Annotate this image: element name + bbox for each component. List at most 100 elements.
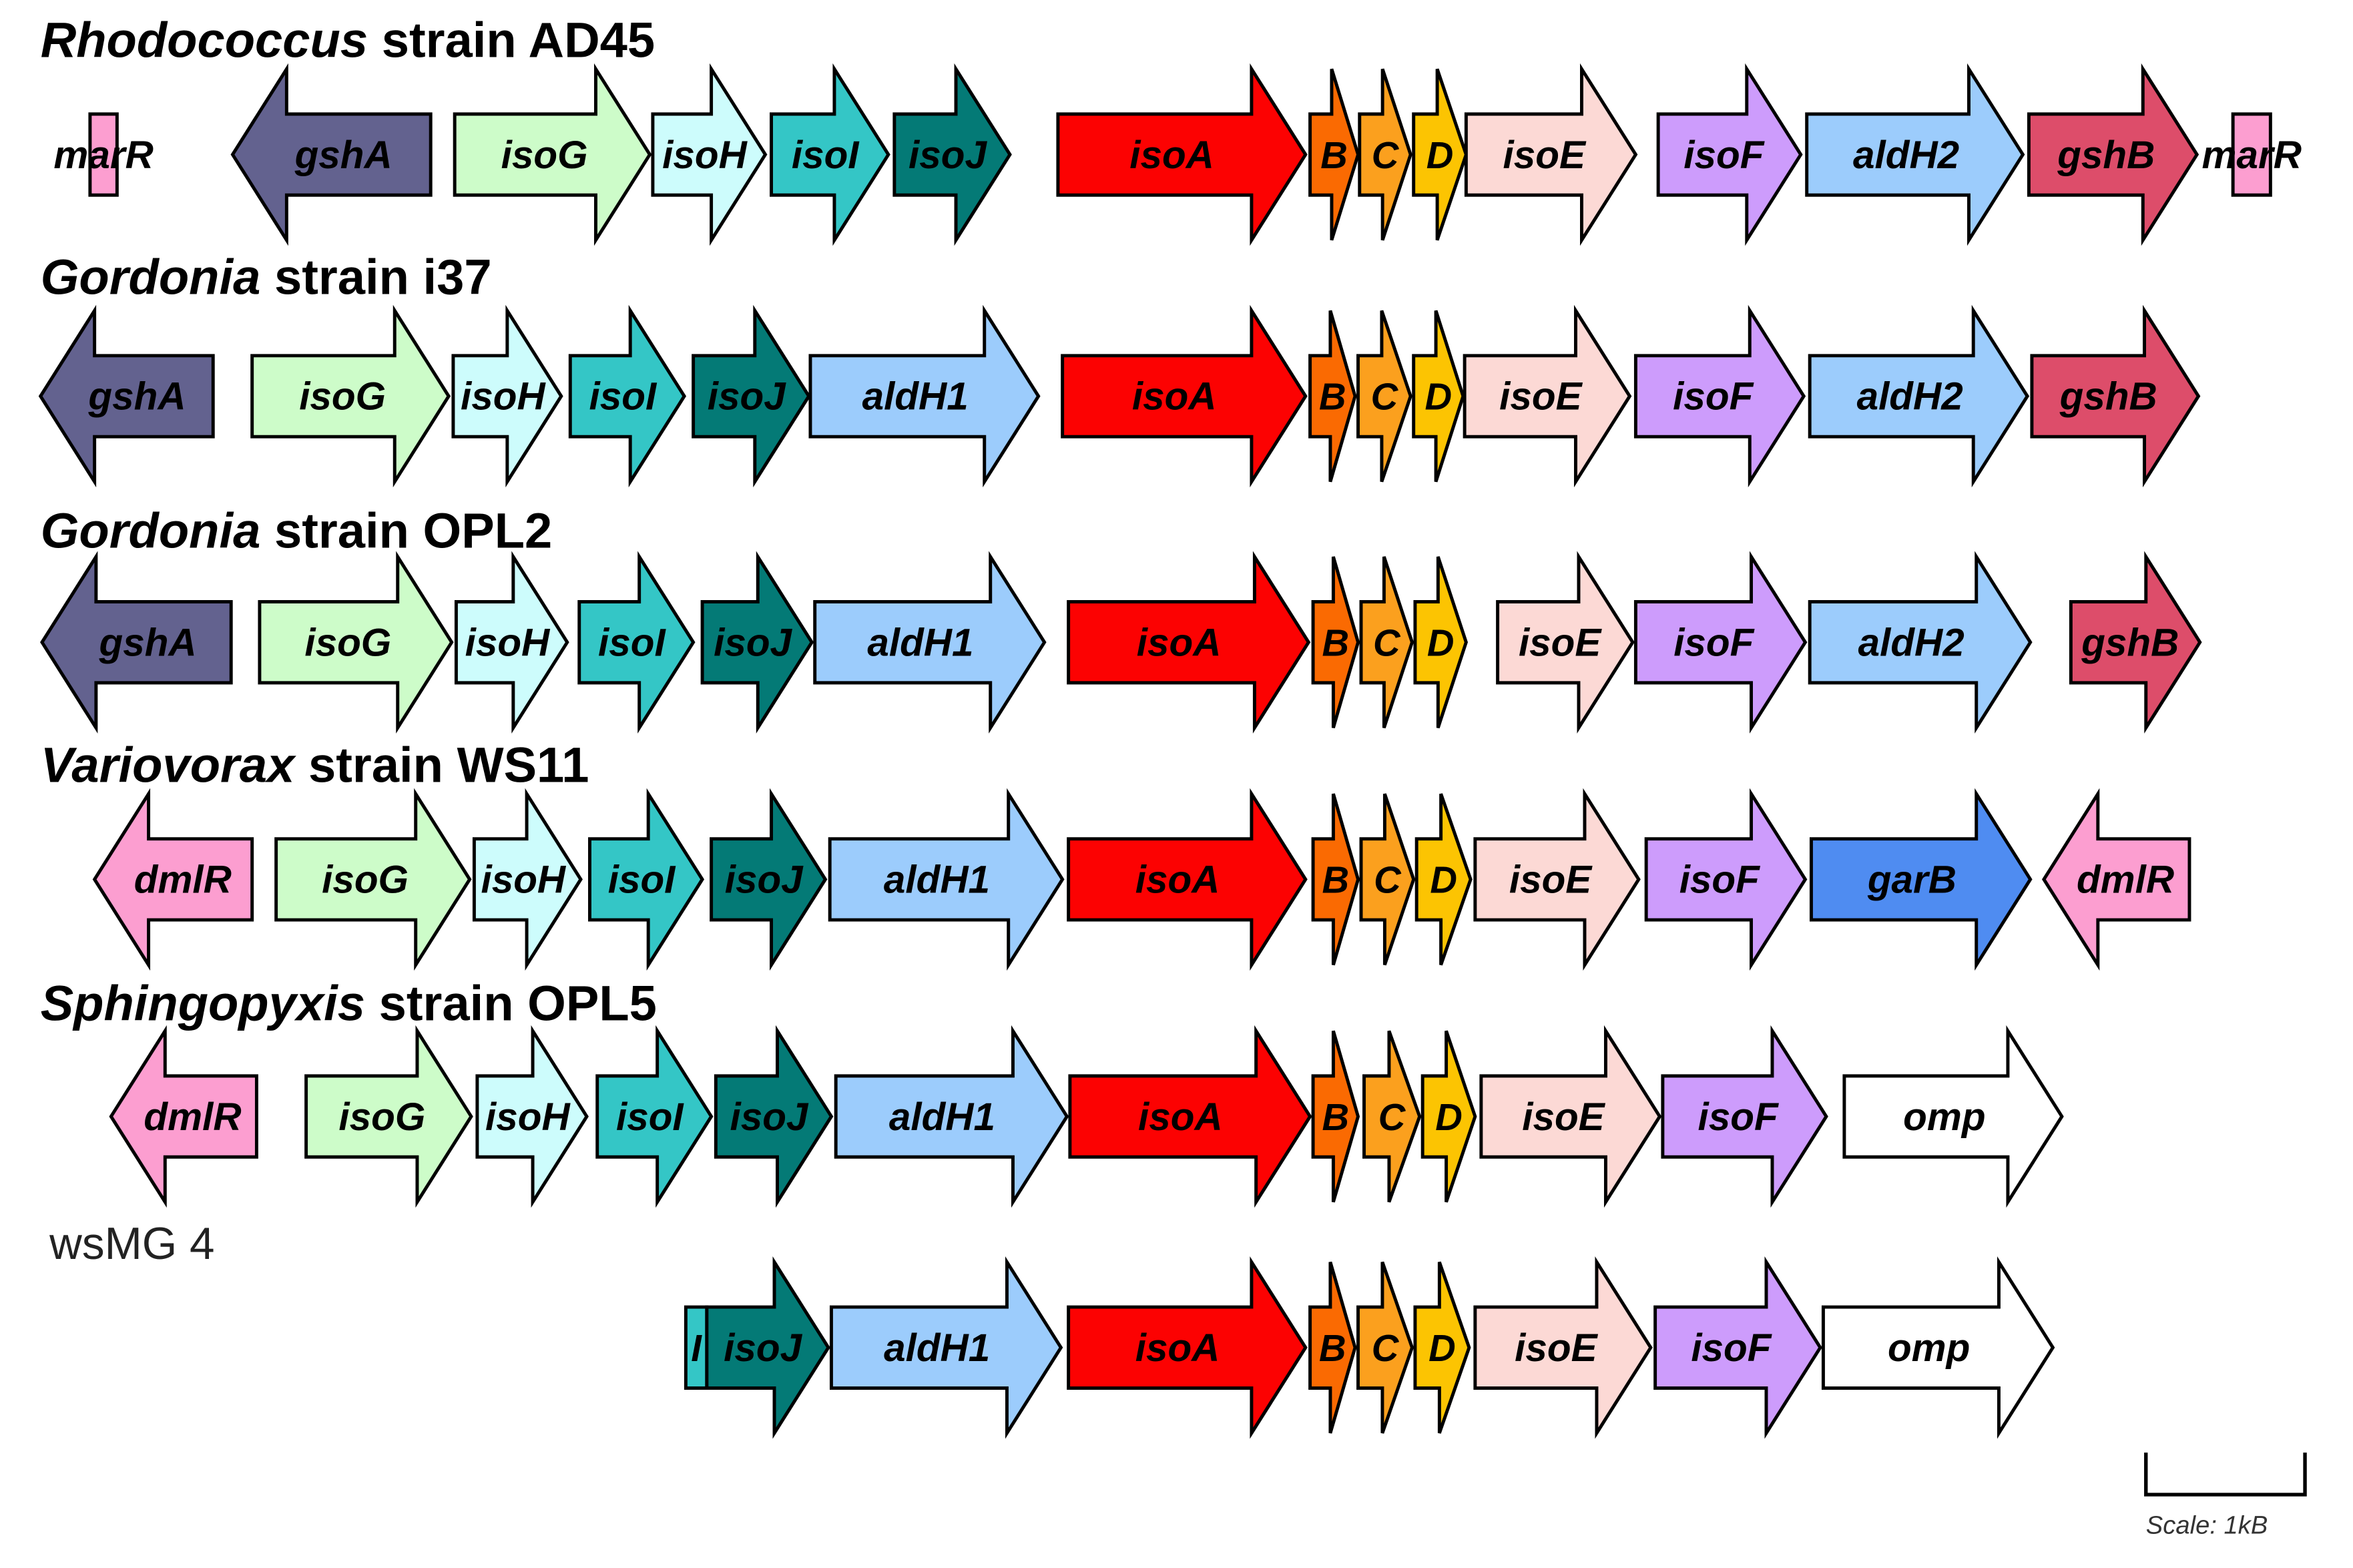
gene-label: aldH1 bbox=[889, 1095, 995, 1139]
gene-shape bbox=[250, 304, 451, 488]
gene-shape bbox=[1308, 68, 1360, 241]
gene-label: gshA bbox=[294, 134, 393, 177]
gene-label: isoG bbox=[338, 1095, 425, 1139]
gene-shape bbox=[1464, 63, 1638, 246]
gene-dmlr-arrow: dmlR bbox=[109, 1025, 258, 1208]
gene-label: C bbox=[1372, 1327, 1400, 1369]
gene-shape bbox=[1068, 1025, 1312, 1208]
gene-shape bbox=[770, 63, 890, 246]
gene-shape bbox=[2231, 112, 2272, 197]
gene-aldh2-arrow: aldH2 bbox=[1805, 63, 2025, 246]
gene-shape bbox=[813, 551, 1047, 734]
gene-shape bbox=[828, 788, 1065, 971]
gene-d-arrow: D bbox=[1412, 310, 1465, 483]
gene-isof-arrow: isoF bbox=[1656, 63, 1803, 246]
gene-isoj-arrow: isoJ bbox=[892, 63, 1012, 246]
gene-label: isoA bbox=[1135, 1326, 1220, 1370]
gene-shape bbox=[109, 1025, 258, 1208]
gene-label: isoE bbox=[1515, 1326, 1598, 1370]
gene-shape bbox=[808, 304, 1041, 488]
cluster-genus: Rhodococcus bbox=[41, 12, 368, 67]
gene-isoi-arrow: isoI bbox=[595, 1025, 714, 1208]
gene-shape bbox=[258, 551, 454, 734]
gene-shape bbox=[1311, 1030, 1360, 1203]
gene-shape bbox=[892, 63, 1012, 246]
gene-garb-arrow: garB bbox=[1809, 788, 2033, 971]
gene-shape bbox=[451, 304, 563, 488]
gene-label: isoE bbox=[1522, 1095, 1605, 1139]
gene-shape bbox=[1805, 63, 2025, 246]
gene-label: isoH bbox=[485, 1095, 571, 1139]
gene-isoh-arrow: isoH bbox=[472, 788, 583, 971]
gene-i-arrow: I bbox=[684, 1305, 709, 1390]
gene-label: dmlR bbox=[2077, 858, 2174, 902]
gene-shape bbox=[568, 304, 687, 488]
gene-isog-arrow: isoG bbox=[274, 788, 472, 971]
gene-label: aldH2 bbox=[1857, 375, 1963, 419]
gene-label: isoF bbox=[1691, 1326, 1772, 1370]
gene-shape bbox=[1067, 551, 1311, 734]
gene-dmlr-arrow: dmlR bbox=[2041, 788, 2191, 971]
gene-b-arrow: B bbox=[1308, 310, 1357, 483]
gene-shape bbox=[1359, 793, 1416, 966]
gene-marr-arrow: marR bbox=[53, 112, 154, 197]
gene-shape bbox=[1661, 1025, 1828, 1208]
gene-shape bbox=[38, 304, 215, 488]
gene-isoj-arrow: isoJ bbox=[705, 1256, 830, 1439]
gene-label: gshB bbox=[2057, 134, 2155, 177]
cluster-genus: Gordonia bbox=[41, 503, 261, 559]
gene-isog-arrow: isoG bbox=[258, 551, 454, 734]
gene-dmlr-arrow: dmlR bbox=[92, 788, 254, 971]
gene-label: dmlR bbox=[134, 858, 232, 902]
gene-aldh1-arrow: aldH1 bbox=[813, 551, 1047, 734]
gene-shape bbox=[1473, 788, 1641, 971]
gene-label: aldH2 bbox=[1858, 621, 1965, 664]
gene-isoi-arrow: isoI bbox=[568, 304, 687, 488]
gene-shape bbox=[1473, 1256, 1653, 1439]
gene-gshb-arrow: gshB bbox=[2069, 551, 2202, 734]
gene-label: isoG bbox=[322, 858, 409, 902]
gene-shape bbox=[1311, 556, 1360, 729]
cluster-title: Rhodococcus strain AD45 bbox=[41, 12, 656, 67]
gene-label: marR bbox=[2202, 134, 2302, 177]
gene-label: isoA bbox=[1132, 375, 1217, 419]
gene-label: aldH1 bbox=[884, 858, 990, 902]
gene-shape bbox=[2069, 551, 2202, 734]
gene-isoe-arrow: isoE bbox=[1473, 1256, 1653, 1439]
gene-label: aldH1 bbox=[862, 375, 969, 419]
gene-shape bbox=[1308, 310, 1357, 483]
gene-label: aldH1 bbox=[867, 621, 973, 664]
gene-label: C bbox=[1371, 376, 1399, 418]
cluster-genus: Gordonia bbox=[41, 250, 261, 305]
cluster-title: wsMG 4 bbox=[49, 1219, 214, 1269]
gene-shape bbox=[1356, 1261, 1414, 1434]
cluster-title: Sphingopyxis strain OPL5 bbox=[41, 976, 657, 1031]
gene-isog-arrow: isoG bbox=[250, 304, 451, 488]
gene-label: isoE bbox=[1503, 134, 1587, 177]
gene-isof-arrow: isoF bbox=[1633, 304, 1806, 488]
gene-label: D bbox=[1426, 134, 1454, 176]
gene-shape bbox=[454, 551, 569, 734]
gene-shape bbox=[1463, 304, 1632, 488]
gene-c-arrow: C bbox=[1358, 68, 1412, 241]
gene-shape bbox=[1067, 788, 1308, 971]
gene-shape bbox=[577, 551, 696, 734]
gene-shape bbox=[1420, 1030, 1477, 1203]
gene-shape bbox=[1061, 304, 1308, 488]
gene-shape bbox=[92, 788, 254, 971]
gene-c-arrow: C bbox=[1359, 793, 1416, 966]
gene-label: isoJ bbox=[714, 621, 792, 664]
cluster-title: Variovorax strain WS11 bbox=[41, 737, 589, 792]
gene-label: isoJ bbox=[708, 375, 786, 419]
gene-shape bbox=[829, 1256, 1063, 1439]
gene-label: D bbox=[1427, 621, 1455, 664]
gene-isoj-arrow: isoJ bbox=[700, 551, 814, 734]
gene-label: I bbox=[691, 1327, 702, 1369]
gene-omp-arrow: omp bbox=[1842, 1025, 2064, 1208]
gene-label: omp bbox=[1903, 1095, 1985, 1139]
gene-c-arrow: C bbox=[1359, 556, 1414, 729]
gene-isoa-arrow: isoA bbox=[1067, 551, 1311, 734]
gene-gshb-arrow: gshB bbox=[2030, 304, 2201, 488]
